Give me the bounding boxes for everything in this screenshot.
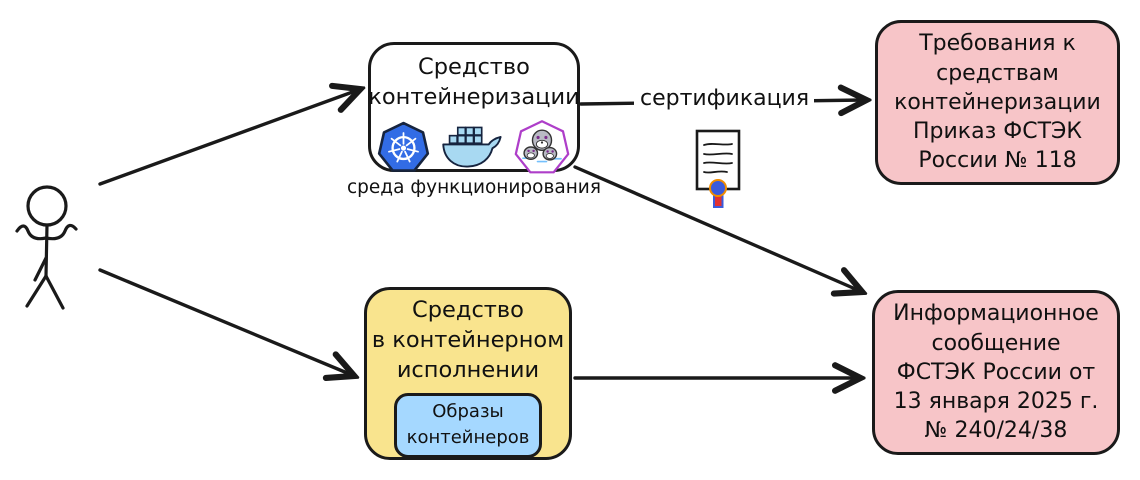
node-text-line: 13 января 2025 г. [893, 389, 1099, 415]
kubernetes-icon [377, 121, 429, 172]
node-title-line: в контейнерном [371, 326, 565, 353]
arrow-user-to-container-packaged-tool [98, 268, 352, 375]
node-text-line: ФСТЭК России от [896, 359, 1096, 385]
arrow-containerization-tool-to-info-message [573, 165, 860, 291]
arrow-user-to-containerization-tool [98, 90, 358, 186]
node-text-line: России № 118 [918, 148, 1077, 174]
inner-node-line: контейнеров [406, 426, 530, 448]
node-text-line: средствам [936, 60, 1059, 86]
node-text-line: сообщение [931, 330, 1061, 356]
inner-node-line: Образы [432, 400, 504, 422]
node-title-line: контейнеризации [368, 83, 580, 110]
node-text-line: контейнеризации [894, 89, 1101, 115]
node-title-line: Средство [412, 297, 524, 323]
runtime-icons-row [376, 118, 573, 176]
node-fstec-info-message: Информационное сообщение ФСТЭК России от… [872, 290, 1120, 455]
node-container-packaged-tool: Средство в контейнерном исполнении Образ… [364, 287, 572, 460]
node-container-images: Образы контейнеров [393, 392, 543, 458]
node-title-line: Средство [418, 54, 530, 80]
node-text-line: Приказ ФСТЭК [913, 119, 1082, 145]
node-containerization-tool: Средство контейнеризации [368, 42, 580, 174]
node-text-line: Информационное [893, 301, 1099, 327]
certificate-document-icon [695, 129, 741, 208]
docker-icon [441, 126, 502, 168]
node-text-line: № 240/24/38 [924, 418, 1068, 444]
node-text-line: Требования к [919, 31, 1076, 57]
edge-label-certification: сертификация [634, 86, 814, 111]
node-title-line: исполнении [396, 356, 540, 383]
stick-figure-person-icon [15, 185, 78, 310]
caption-runtime-environment: среда функционирования [347, 177, 601, 198]
node-fstec-requirements: Требования к средствам контейнеризации П… [875, 20, 1120, 185]
podman-icon [514, 119, 569, 174]
